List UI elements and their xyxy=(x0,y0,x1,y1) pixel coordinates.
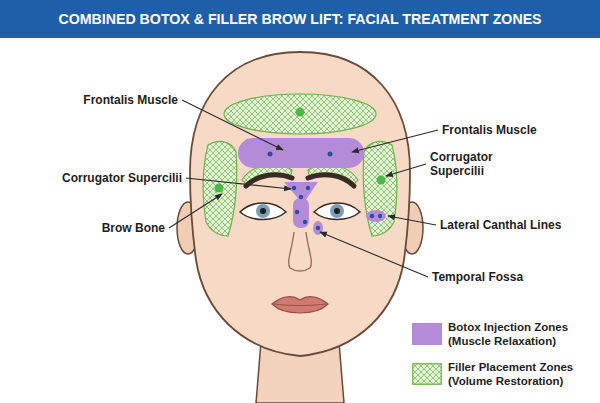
lips xyxy=(272,297,328,313)
leader-line xyxy=(182,100,283,150)
hatch-swatch xyxy=(412,363,442,385)
part-label: Temporal Fossa xyxy=(432,270,523,284)
part-label: Frontalis Muscle xyxy=(442,123,537,137)
leader-line xyxy=(388,216,436,225)
filler-zones xyxy=(203,94,397,236)
leader-line xyxy=(169,194,222,228)
eyes xyxy=(240,203,360,220)
leader-line xyxy=(386,164,426,176)
nose xyxy=(289,232,312,271)
part-label: Frontalis Muscle xyxy=(83,93,178,107)
part-label: Corrugator Supercilii xyxy=(430,150,530,178)
legend-swatch xyxy=(412,323,442,345)
botox-zones xyxy=(238,138,386,235)
leader-line xyxy=(352,130,438,152)
title: COMBINED BOTOX & FILLER BROW LIFT: FACIA… xyxy=(0,0,600,38)
legend-text: Botox Injection Zones (Muscle Relaxation… xyxy=(448,320,590,348)
part-label: Brow Bone xyxy=(102,221,165,235)
legend-swatch xyxy=(412,363,442,385)
leader-line xyxy=(320,232,428,277)
eyebrows xyxy=(246,175,354,186)
part-label: Corrugator Supercilii xyxy=(62,171,182,185)
legend-text: Filler Placement Zones (Volume Restorati… xyxy=(448,360,590,388)
leader-line xyxy=(186,178,291,189)
head xyxy=(190,52,410,356)
part-label: Lateral Canthal Lines xyxy=(440,218,561,232)
